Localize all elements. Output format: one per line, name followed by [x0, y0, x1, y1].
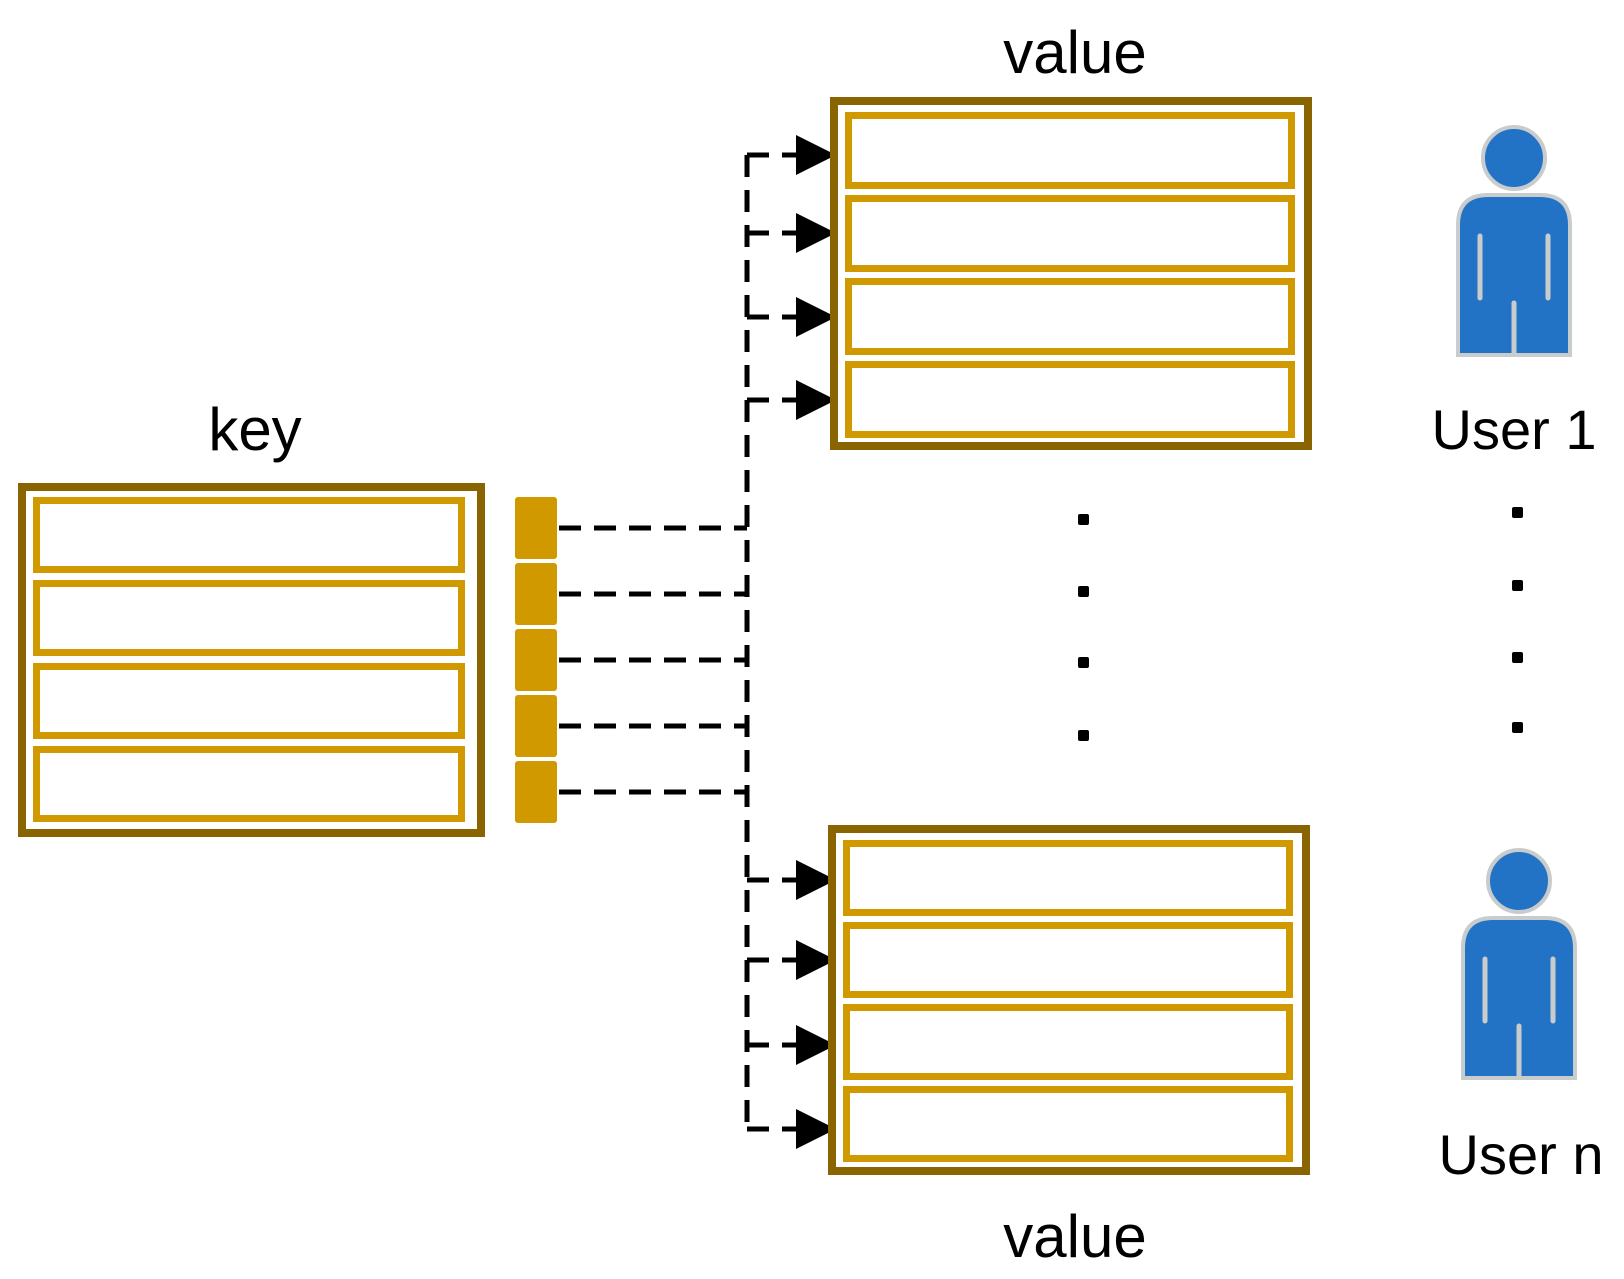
top-value-arrows — [747, 135, 836, 420]
user-1-label: User 1 — [1432, 398, 1597, 461]
arrowhead-icon — [796, 380, 836, 420]
user-n-label: User n — [1439, 1123, 1604, 1186]
table-row — [843, 922, 1293, 998]
arrowhead-icon — [796, 135, 836, 175]
ellipsis-dots-right — [1512, 507, 1523, 733]
table-row — [33, 580, 465, 656]
value-label-bottom: value — [1003, 1203, 1146, 1270]
table-row — [845, 361, 1295, 438]
key-label: key — [208, 396, 301, 463]
key-index-cell — [515, 761, 557, 823]
table-row — [33, 746, 465, 822]
ellipsis-dot — [1512, 580, 1523, 591]
ellipsis-dot — [1512, 722, 1523, 733]
arrowhead-icon — [796, 213, 836, 253]
key-table — [18, 483, 485, 837]
arrowhead-icon — [796, 940, 836, 980]
ellipsis-dot — [1078, 586, 1089, 597]
bottom-value-arrows — [747, 860, 836, 1149]
arrowhead-icon — [796, 1025, 836, 1065]
ellipsis-dot — [1512, 652, 1523, 663]
table-row — [845, 112, 1295, 189]
table-row — [843, 840, 1293, 916]
user-1-icon — [1458, 127, 1570, 355]
key-index-column — [515, 497, 557, 823]
user-n-icon — [1463, 850, 1575, 1078]
key-index-cell — [515, 563, 557, 625]
arrowhead-icon — [796, 860, 836, 900]
arrowhead-icon — [796, 297, 836, 337]
ellipsis-dots-center — [1078, 514, 1089, 741]
table-row — [845, 278, 1295, 355]
table-row — [33, 497, 465, 573]
ellipsis-dot — [1078, 730, 1089, 741]
key-connector-lines — [559, 525, 747, 795]
table-row — [843, 1086, 1293, 1162]
table-row — [845, 195, 1295, 272]
value-label-top: value — [1003, 19, 1146, 86]
key-index-cell — [515, 629, 557, 691]
key-index-cell — [515, 497, 557, 559]
arrowhead-icon — [796, 1109, 836, 1149]
table-row — [843, 1004, 1293, 1080]
ellipsis-dot — [1078, 514, 1089, 525]
ellipsis-dot — [1078, 657, 1089, 668]
table-row — [33, 663, 465, 739]
value-table-top — [830, 97, 1312, 450]
key-index-cell — [515, 695, 557, 757]
value-table-bottom — [828, 825, 1310, 1175]
ellipsis-dot — [1512, 507, 1523, 518]
